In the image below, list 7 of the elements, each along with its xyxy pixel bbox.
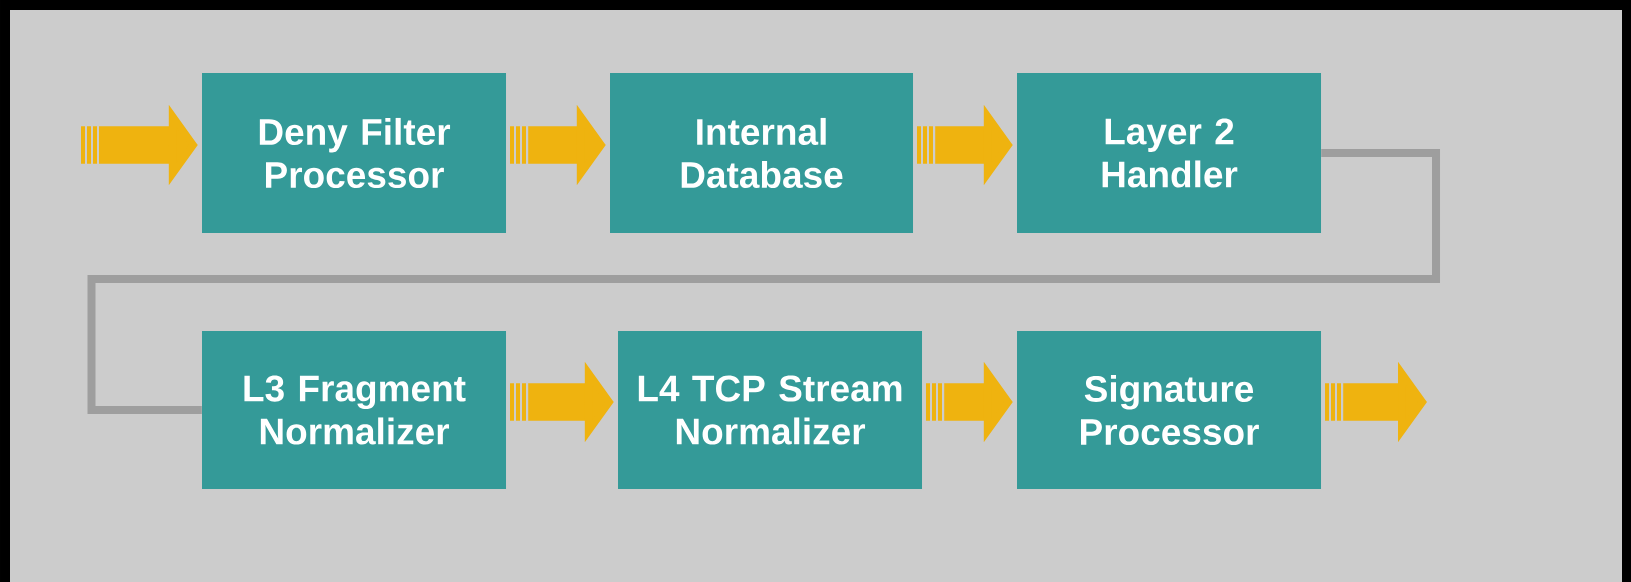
process-box: Layer 2 Handler <box>1017 73 1321 233</box>
process-box: Internal Database <box>610 73 913 233</box>
process-box: Deny Filter Processor <box>202 73 506 233</box>
connector-line <box>87 149 1440 414</box>
process-box: Signature Processor <box>1017 331 1321 489</box>
process-box: L4 TCP Stream Normalizer <box>618 331 922 489</box>
process-box: L3 Fragment Normalizer <box>202 331 506 489</box>
